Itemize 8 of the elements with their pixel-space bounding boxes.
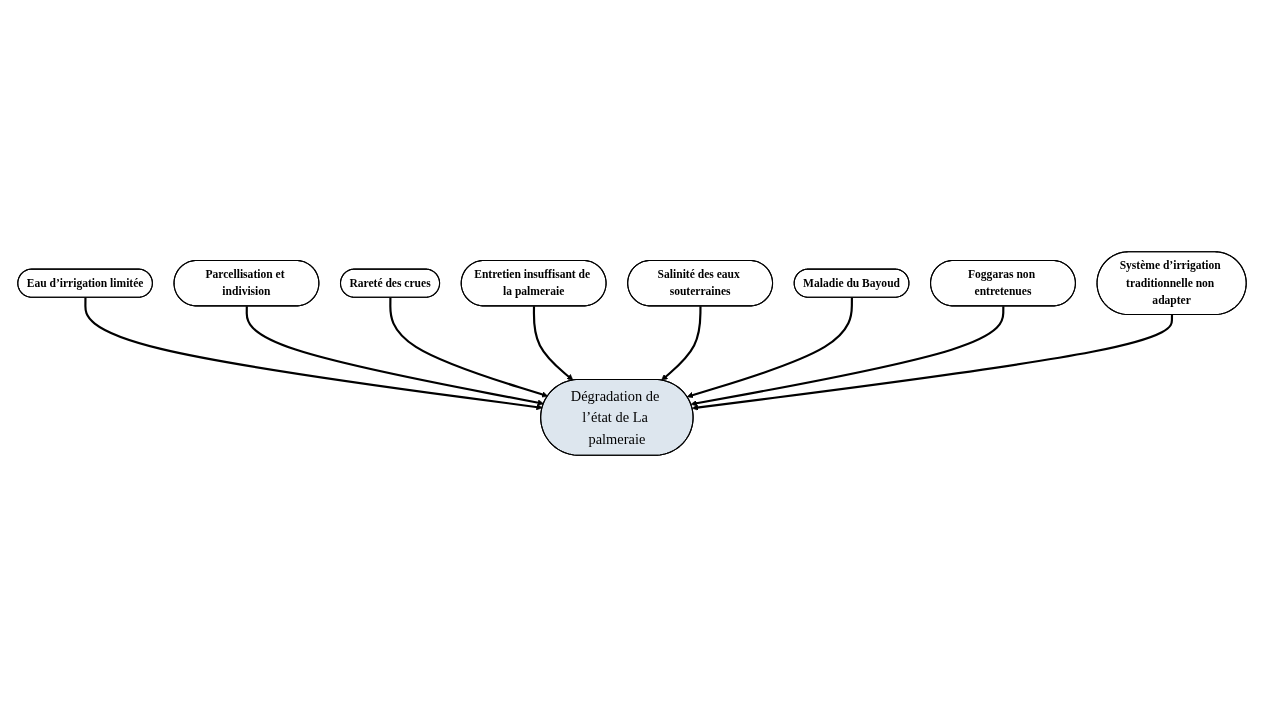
arrow <box>245 306 544 407</box>
arrow <box>84 298 543 411</box>
arrow <box>389 298 549 398</box>
arrow <box>691 315 1174 412</box>
arrow <box>661 306 702 382</box>
arrow <box>532 306 574 382</box>
arrow <box>690 306 1005 407</box>
arrow <box>686 298 853 399</box>
